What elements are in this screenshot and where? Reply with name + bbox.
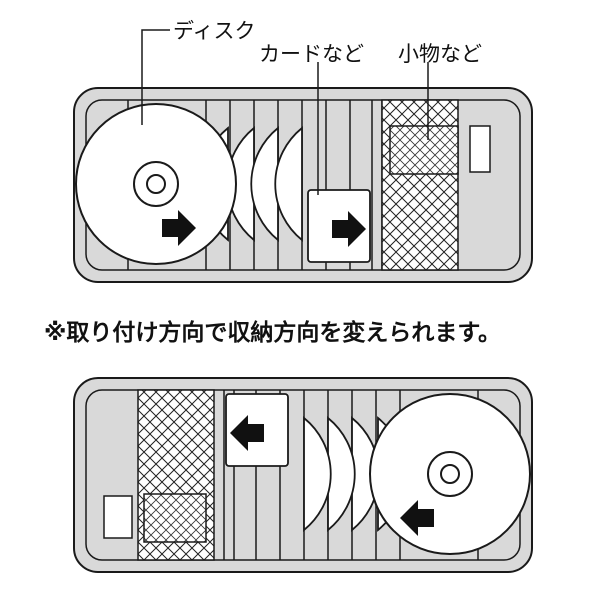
small-item: [389, 125, 459, 175]
top-organizer: [73, 87, 533, 283]
bottom-organizer: [73, 377, 533, 573]
disc-icon: [75, 103, 237, 265]
orientation-note: ※取り付け方向で収納方向を変えられます。: [44, 319, 501, 346]
strap-tab: [469, 125, 491, 173]
small-item: [143, 493, 207, 543]
arrow-left-icon: [400, 500, 434, 536]
strap-tab: [103, 495, 133, 539]
arrow-left-icon: [230, 415, 264, 451]
disc-icon: [369, 393, 531, 555]
arrow-right-icon: [332, 211, 366, 247]
label-disc: ディスク: [173, 19, 256, 43]
leader-lines: [141, 29, 429, 195]
arrow-right-icon: [162, 210, 196, 246]
label-card: カードなど: [259, 42, 364, 66]
label-small-items: 小物など: [398, 42, 482, 66]
